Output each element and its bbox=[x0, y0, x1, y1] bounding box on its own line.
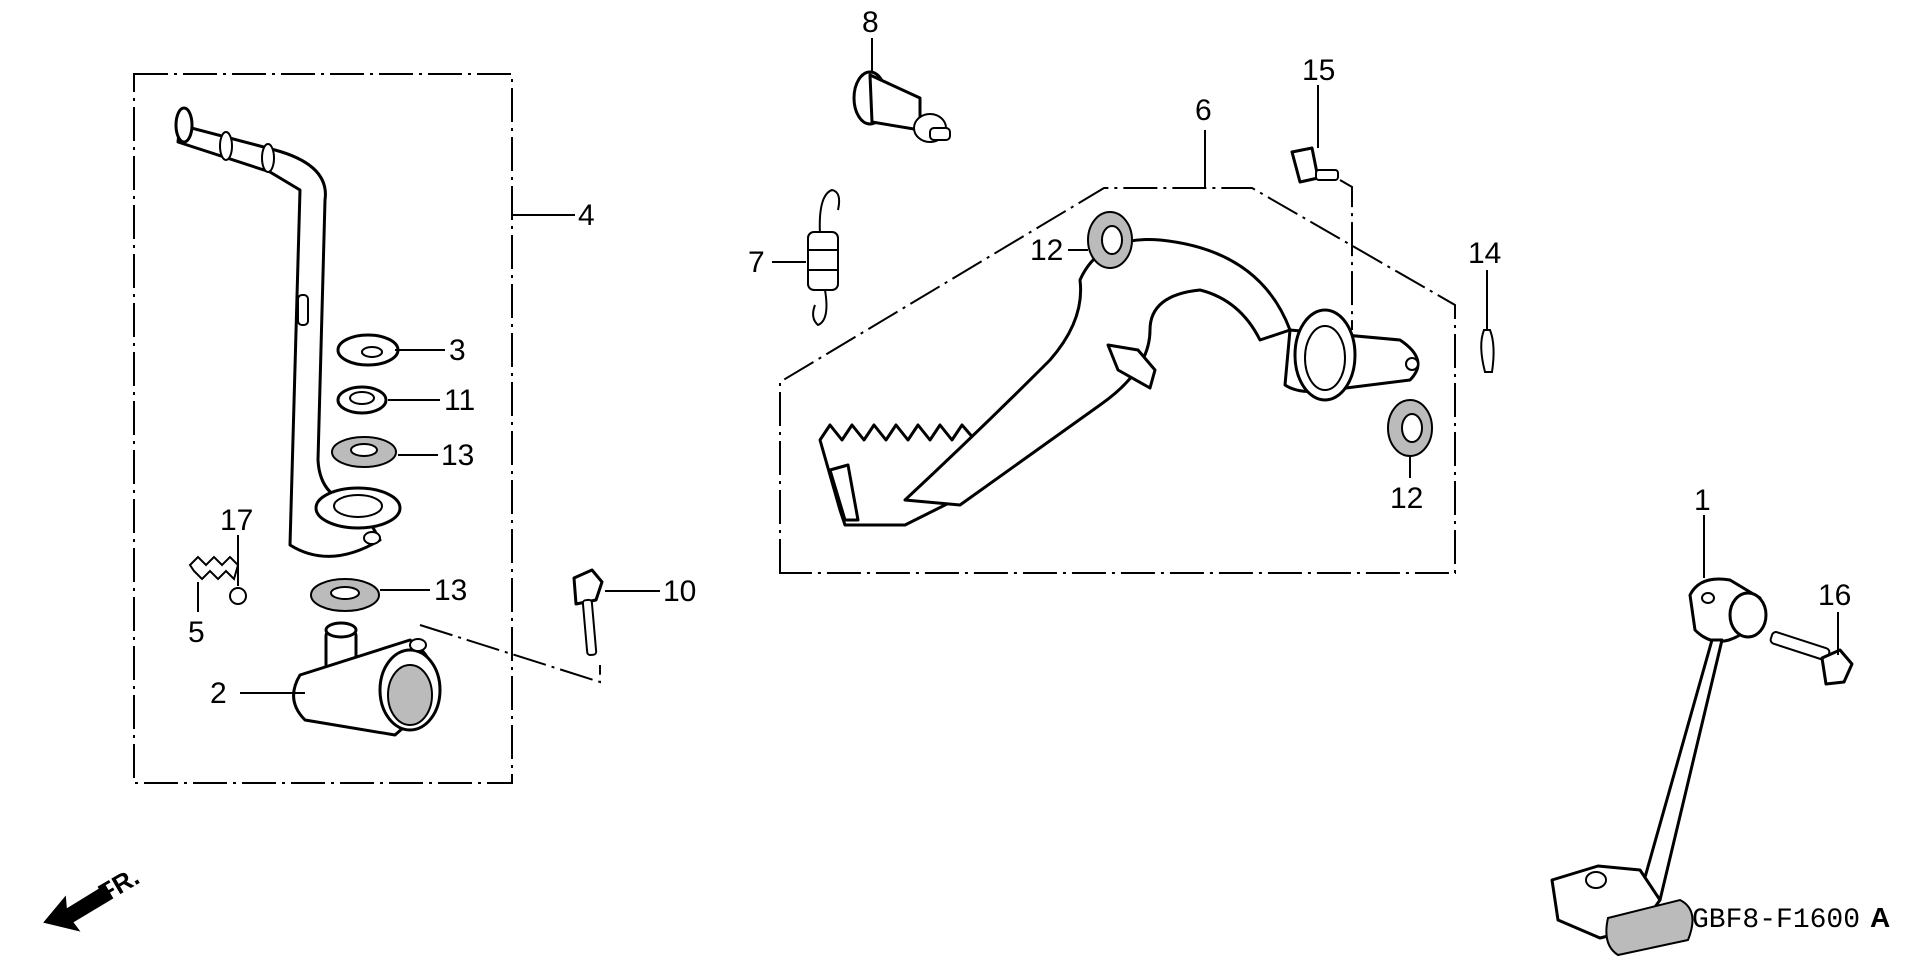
kick-boss-2 bbox=[292, 621, 442, 737]
seal-13-lower bbox=[310, 578, 380, 612]
brake-pedal-group: 6 12 12 15 bbox=[779, 54, 1501, 574]
callout-12-upper: 12 bbox=[1030, 234, 1063, 267]
callout-4: 4 bbox=[578, 199, 595, 232]
washer-11 bbox=[336, 385, 388, 415]
callout-5: 5 bbox=[188, 616, 205, 649]
callout-7: 7 bbox=[748, 246, 765, 279]
callout-6: 6 bbox=[1195, 94, 1212, 127]
bolt-10-assembly-line bbox=[419, 624, 601, 684]
seal-12-lower bbox=[1387, 399, 1433, 457]
callout-16: 16 bbox=[1818, 579, 1851, 612]
diagram-code-suffix: A bbox=[1870, 902, 1890, 933]
ball-17 bbox=[229, 587, 247, 605]
spring-5 bbox=[188, 555, 240, 581]
kick-lever-arm bbox=[174, 106, 402, 558]
callout-13-lower: 13 bbox=[434, 574, 467, 607]
brake-pedal-6 bbox=[818, 238, 1420, 527]
kickstarter-group: 4 3 11 13 bbox=[133, 73, 696, 784]
bolt-16 bbox=[1769, 631, 1854, 686]
callout-2: 2 bbox=[210, 677, 227, 710]
callout-13-upper: 13 bbox=[441, 439, 474, 472]
callout-17: 17 bbox=[220, 504, 253, 537]
seal-12-upper bbox=[1087, 211, 1133, 269]
bolt-10 bbox=[572, 568, 604, 656]
callout-15: 15 bbox=[1302, 54, 1335, 87]
callout-10: 10 bbox=[663, 575, 696, 608]
callout-14: 14 bbox=[1468, 237, 1501, 270]
arrow-left-icon bbox=[43, 884, 114, 932]
callout-3: 3 bbox=[449, 334, 466, 367]
front-direction-arrow: FR. bbox=[43, 861, 144, 932]
assembly-frame-4 bbox=[133, 73, 513, 784]
cotter-pin-14 bbox=[1480, 329, 1495, 373]
callout-11: 11 bbox=[444, 384, 475, 417]
pivot-bolt-8 bbox=[852, 70, 951, 143]
circlip-3 bbox=[336, 333, 400, 367]
pin-15 bbox=[1290, 146, 1339, 184]
assembly-frame-6 bbox=[779, 187, 1456, 574]
gearshift-pedal-1 bbox=[1550, 577, 1768, 957]
callout-8: 8 bbox=[862, 6, 879, 39]
pin-15-assembly-line bbox=[1339, 179, 1353, 330]
callout-1: 1 bbox=[1694, 484, 1711, 517]
diagram-code: GBF8-F1600 bbox=[1692, 905, 1860, 936]
return-spring-7 bbox=[807, 188, 841, 327]
seal-13-upper bbox=[331, 436, 397, 468]
callout-12-lower: 12 bbox=[1390, 482, 1423, 515]
